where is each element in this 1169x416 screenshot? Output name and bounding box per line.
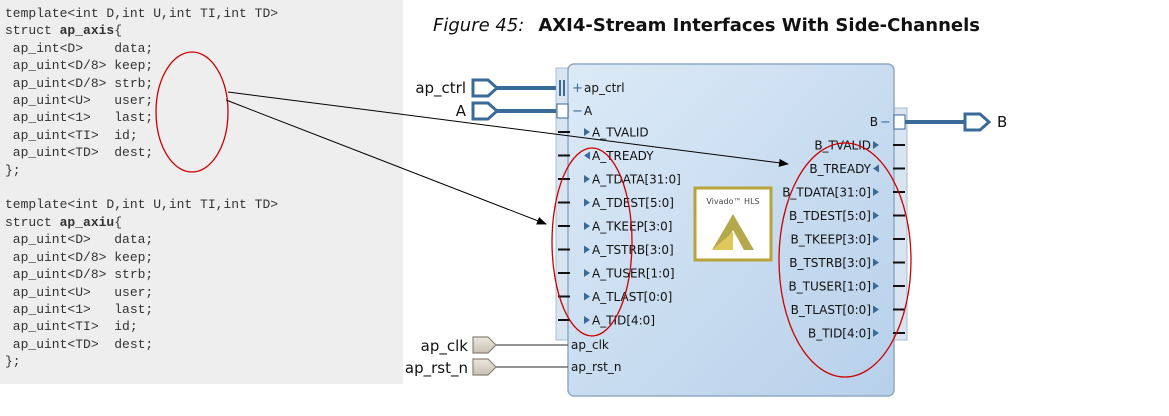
arrow-to-a-ports [225, 99, 547, 225]
output-arrow-icon [873, 305, 879, 314]
figure-number: Figure 45: [433, 15, 525, 36]
output-arrow-icon [584, 151, 590, 160]
right-port-b-tlast-0-0[interactable]: B_TLAST[0:0] [791, 303, 905, 317]
ap-clk-label: ap_clk [421, 337, 469, 356]
code-block: template<int D,int U,int TI,int TD> stru… [5, 6, 279, 370]
left-port-a-tuser-1-0[interactable]: A_TUSER[1:0] [558, 267, 675, 281]
left-port-a-tkeep-3-0[interactable]: A_TKEEP[3:0] [558, 220, 672, 234]
left-port-a-tdata-31-0[interactable]: A_TDATA[31:0] [558, 173, 681, 187]
right-port-b-tdest-5-0[interactable]: B_TDEST[5:0] [789, 209, 905, 223]
a-port-label: A [456, 102, 467, 120]
port-label: A_TREADY [592, 149, 654, 163]
left-port-a-tvalid[interactable]: A_TVALID [558, 126, 649, 140]
b-minus-icon: − [880, 115, 891, 130]
input-arrow-icon [584, 175, 590, 183]
input-arrow-icon [584, 128, 590, 136]
ap-ctrl-port[interactable]: ap_ctrl [415, 78, 565, 98]
port-label: A_TID[4:0] [592, 314, 655, 328]
port-label: B_TID[4:0] [808, 327, 871, 341]
port-label: B_TSTRB[3:0] [789, 256, 871, 270]
figure-caption: Figure 45: AXI4-Stream Interfaces With Si… [433, 14, 980, 37]
right-port-b-tstrb-3-0[interactable]: B_TSTRB[3:0] [789, 256, 905, 270]
port-label: B_TKEEP[3:0] [790, 233, 871, 247]
ap-clk-port[interactable]: ap_clk [421, 336, 568, 356]
output-arrow-icon [873, 329, 879, 337]
port-label: B_TDEST[5:0] [789, 209, 871, 223]
output-arrow-icon [873, 282, 879, 290]
output-arrow-icon [873, 211, 879, 220]
ap-clk-inner-label: ap_clk [571, 338, 609, 352]
left-port-a-tready[interactable]: A_TREADY [558, 149, 654, 163]
port-label: B_TLAST[0:0] [791, 303, 871, 317]
right-port-b-tid-4-0[interactable]: B_TID[4:0] [808, 327, 905, 341]
b-port[interactable]: B [905, 112, 1007, 132]
ap-ctrl-plus-icon: + [572, 81, 583, 96]
port-label: B_TREADY [809, 162, 871, 176]
input-arrow-icon [584, 198, 590, 207]
ap-ctrl-label: ap_ctrl [415, 79, 466, 98]
a-minus-icon: − [572, 104, 583, 119]
ap-rst-n-label: ap_rst_n [405, 359, 468, 378]
arrow-to-b-ports [227, 91, 789, 167]
figure-title: AXI4-Stream Interfaces With Side-Channel… [538, 15, 981, 36]
input-arrow-icon [584, 222, 590, 230]
right-port-b-tkeep-3-0[interactable]: B_TKEEP[3:0] [790, 233, 905, 247]
input-arrow-icon [584, 269, 590, 277]
port-label: A_TKEEP[3:0] [592, 220, 672, 234]
port-label: A_TLAST[0:0] [592, 290, 672, 304]
right-port-b-tuser-1-0[interactable]: B_TUSER[1:0] [788, 280, 905, 294]
left-ports-highlight [551, 147, 633, 337]
ap-rst-n-port[interactable]: ap_rst_n [405, 358, 568, 378]
ap-rst-n-inner-label: ap_rst_n [571, 360, 621, 374]
input-arrow-icon [873, 164, 879, 173]
a-inner-label: A [584, 104, 593, 118]
block-right-strip [892, 107, 908, 341]
left-port-a-tstrb-3-0[interactable]: A_TSTRB[3:0] [558, 243, 674, 257]
left-port-list: A_TVALID A_TREADY A_TDATA[31:0] A_TDEST[5:0… [558, 126, 681, 328]
right-port-list: B_TVALID B_TREADY B_TDATA[31:0] B_TDEST[5:0… [782, 139, 905, 341]
a-port[interactable]: A [456, 101, 556, 121]
output-arrow-icon [873, 258, 879, 267]
output-arrow-icon [873, 188, 879, 196]
port-label: B_TUSER[1:0] [788, 280, 871, 294]
port-label: B_TDATA[31:0] [782, 186, 871, 200]
struct-fields-highlight [155, 51, 229, 173]
right-port-b-tready[interactable]: B_TREADY [809, 162, 905, 176]
input-arrow-icon [584, 292, 590, 301]
port-label: A_TSTRB[3:0] [592, 243, 674, 257]
b-inner-label: B [870, 115, 878, 129]
b-port-label: B [997, 113, 1007, 131]
code-panel: template<int D,int U,int TI,int TD> stru… [0, 0, 403, 384]
input-arrow-icon [584, 245, 590, 254]
input-arrow-icon [584, 316, 590, 324]
port-label: A_TVALID [592, 126, 649, 140]
port-label: A_TUSER[1:0] [592, 267, 675, 281]
port-label: A_TDATA[31:0] [592, 173, 681, 187]
left-port-a-tdest-5-0[interactable]: A_TDEST[5:0] [558, 196, 674, 210]
port-label: B_TVALID [814, 139, 871, 153]
a-bus-connector [556, 103, 569, 119]
right-port-b-tvalid[interactable]: B_TVALID [814, 139, 905, 153]
right-ports-highlight [778, 142, 912, 378]
output-arrow-icon [873, 141, 879, 149]
b-bus-connector [893, 114, 906, 130]
left-port-a-tid-4-0[interactable]: A_TID[4:0] [558, 314, 655, 328]
logo-text: Vivado™ HLS [706, 197, 759, 206]
vivado-hls-logo: Vivado™ HLS [693, 186, 773, 262]
output-arrow-icon [873, 235, 879, 243]
port-label: A_TDEST[5:0] [592, 196, 674, 210]
ap-ctrl-inner-label: ap_ctrl [584, 81, 625, 95]
